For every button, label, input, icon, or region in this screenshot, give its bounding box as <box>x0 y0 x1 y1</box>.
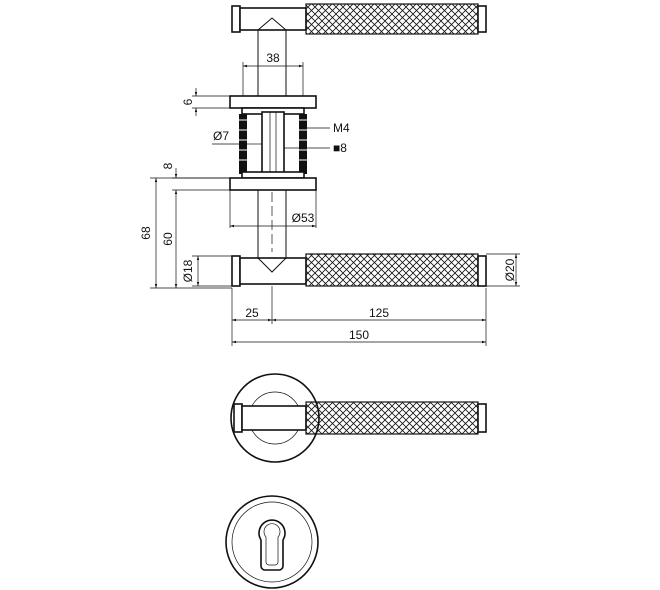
dim-6: 6 <box>181 98 195 105</box>
bottom-rose-plate <box>229 171 317 191</box>
side-elevation-view: 38 6 Ø7 M4 ■8 8 68 60 Ø53 Ø18 Ø20 25 125… <box>139 3 520 346</box>
dimension-lines <box>150 62 520 346</box>
lower-lever-end-cap <box>231 255 241 287</box>
front-view-handle <box>230 373 487 463</box>
front-lever-knurled-grip <box>305 401 479 435</box>
bolt-left <box>239 114 247 174</box>
keyhole-inner-icon <box>263 523 281 566</box>
keyhole-icon <box>258 519 286 571</box>
dim-60: 60 <box>161 232 175 246</box>
top-rose-plate <box>229 95 317 115</box>
dim-38: 38 <box>266 51 280 65</box>
keyhole-escutcheon <box>225 495 319 589</box>
upper-shaft <box>257 30 287 96</box>
dim-25: 25 <box>245 306 259 320</box>
upper-lever-knurled-grip <box>305 3 479 35</box>
front-lever-neck <box>241 405 307 431</box>
upper-lever-tip <box>477 5 487 33</box>
bolt-right <box>299 114 307 174</box>
dim-125: 125 <box>369 306 389 320</box>
front-lever-tip <box>477 403 487 433</box>
dim-dia20: Ø20 <box>503 258 517 281</box>
dim-68: 68 <box>139 226 153 240</box>
escutcheon-inner <box>231 501 313 583</box>
upper-lever-end-cap <box>231 5 241 33</box>
dim-8: 8 <box>161 162 175 169</box>
lower-lever-tip <box>477 255 487 287</box>
dim-dia18: Ø18 <box>181 259 195 282</box>
upper-lever-taper <box>257 17 287 31</box>
lower-lever <box>231 253 487 287</box>
lower-lever-taper <box>257 257 287 273</box>
front-lever-cap <box>233 403 243 433</box>
lower-lever-knurled-grip <box>305 253 479 287</box>
upper-lever <box>231 3 487 35</box>
lower-shaft <box>257 190 287 258</box>
dim-dia7: Ø7 <box>213 129 229 143</box>
square-spindle <box>261 111 285 179</box>
dim-dia53: Ø53 <box>292 211 315 225</box>
dim-square8: ■8 <box>333 141 347 155</box>
dim-150: 150 <box>349 328 369 342</box>
dim-m4: M4 <box>333 121 350 135</box>
